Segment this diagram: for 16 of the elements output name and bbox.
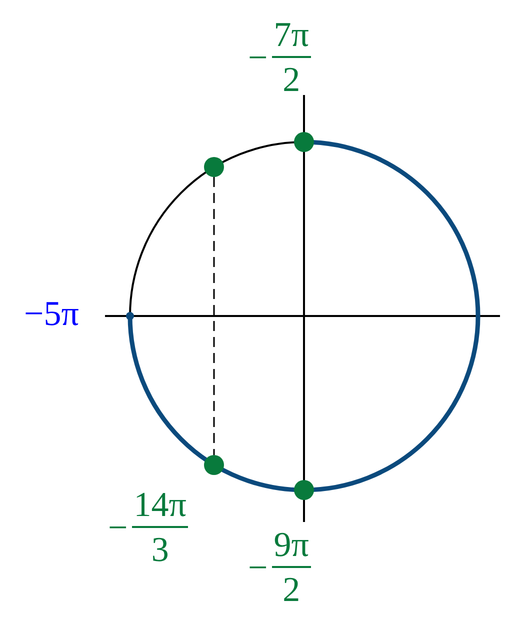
angle-label: −5π bbox=[24, 296, 79, 331]
minus-sign: − bbox=[248, 40, 268, 74]
point-marker bbox=[126, 312, 134, 320]
denominator: 3 bbox=[150, 531, 170, 568]
numerator: 7π bbox=[272, 16, 310, 53]
minus-sign: − bbox=[248, 550, 268, 584]
denominator: 2 bbox=[282, 571, 302, 608]
point-marker bbox=[204, 157, 224, 177]
dashed-line bbox=[213, 177, 215, 455]
numerator: 9π bbox=[272, 526, 310, 563]
point-marker bbox=[294, 132, 314, 152]
denominator: 2 bbox=[282, 61, 302, 98]
point-marker bbox=[204, 455, 224, 475]
minus-sign: − bbox=[108, 510, 128, 544]
numerator: 14π bbox=[132, 486, 188, 523]
point-marker bbox=[294, 480, 314, 500]
